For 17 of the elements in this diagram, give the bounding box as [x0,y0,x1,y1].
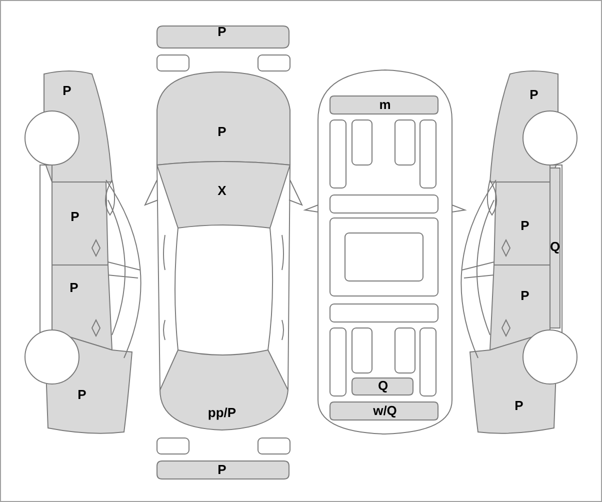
damage-code: P [70,281,78,295]
damage-code: X [218,184,226,198]
damage-code: P [520,289,530,303]
damage-code: P [514,399,524,413]
damage-code: P [520,219,530,233]
damage-code: P [218,125,226,139]
damage-code: P [218,463,226,477]
damage-code: Q [378,379,388,393]
damage-code: Q [550,240,560,254]
damage-code: P [218,25,226,39]
damage-code: P [78,388,86,402]
damage-code: pp/P [208,406,236,420]
damage-code: P [62,84,72,98]
damage-code: P [70,210,80,224]
damage-code: P [530,88,538,102]
damage-code: m [379,98,391,112]
damage-code: w/Q [373,404,397,418]
